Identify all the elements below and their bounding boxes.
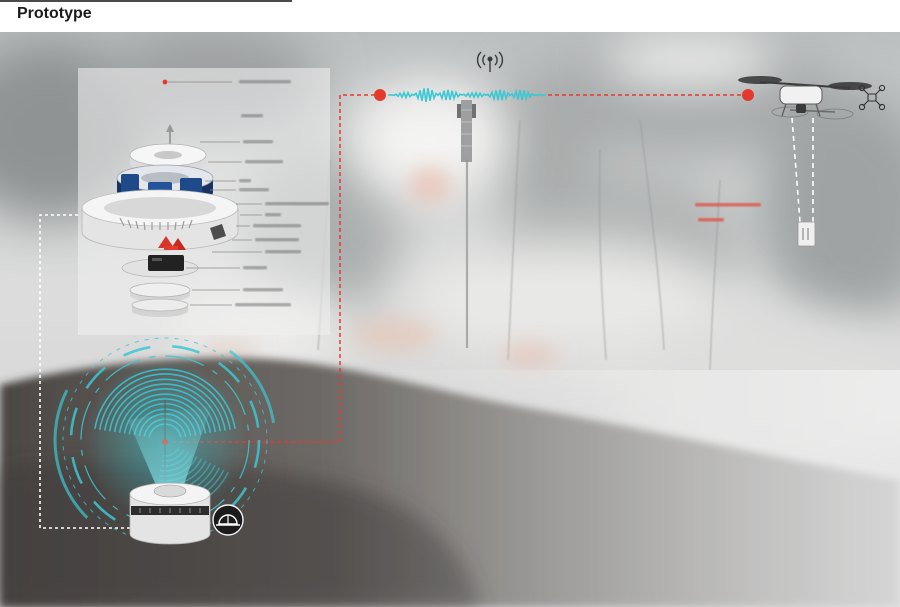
drone-camera	[796, 104, 806, 113]
drone-target-sensor	[797, 221, 816, 247]
radar-ring	[62, 337, 268, 543]
vent-slots	[119, 217, 193, 231]
drone	[738, 76, 872, 120]
smoke-detector-device	[129, 482, 211, 545]
component-label-illegible	[255, 238, 299, 242]
component-label-illegible	[265, 250, 301, 254]
component-label-illegible	[253, 224, 301, 228]
detector-to-tower-signal-line	[172, 94, 374, 443]
smoke-haze	[330, 370, 900, 607]
component-label-illegible	[239, 179, 251, 183]
component-label-illegible	[235, 303, 291, 307]
radar-wave	[104, 378, 226, 431]
radar-rings	[53, 337, 276, 543]
drone-icon	[858, 84, 886, 111]
detection-beam	[128, 405, 212, 490]
signal-node-left	[374, 89, 386, 101]
page-title: Prototype	[17, 5, 92, 22]
radar-wave	[108, 383, 222, 432]
firefighter-helmet-icon	[212, 504, 244, 536]
signal-waveform	[388, 88, 547, 103]
component-label-illegible	[241, 114, 263, 118]
radar-ring	[80, 355, 250, 525]
component-label-illegible	[245, 160, 283, 164]
drone-propeller	[771, 106, 809, 118]
housing-ring-part	[81, 189, 239, 251]
component-leader-lines	[186, 80, 329, 307]
radar-ring-segment	[53, 389, 89, 519]
drone-propeller	[816, 108, 854, 120]
cell-tower	[457, 100, 476, 348]
exploded-view-link-line	[39, 214, 132, 529]
reference-dot	[162, 79, 168, 85]
radar-wave	[94, 368, 236, 430]
side-bracket-part	[210, 224, 226, 240]
component-label-illegible	[243, 266, 267, 270]
radar-wave	[99, 373, 231, 430]
component-label-illegible	[239, 80, 291, 84]
warning-logo-icon	[158, 236, 186, 250]
radar-ring-segment	[228, 349, 276, 424]
component-label-illegible	[243, 140, 273, 144]
exploded-view-panel	[78, 68, 330, 335]
forest-smoke-background	[0, 32, 900, 607]
top-rule	[0, 0, 292, 2]
fire-glow	[200, 167, 560, 367]
base-disc-part	[131, 298, 189, 317]
signal-node-right	[742, 89, 754, 101]
circuit-board-part	[121, 255, 199, 278]
component-label-illegible	[239, 188, 269, 192]
signal-broadcast-icon	[476, 51, 504, 72]
alert-caption-illegible	[695, 203, 761, 222]
component-label-illegible	[243, 288, 283, 292]
component-label-illegible	[265, 213, 281, 217]
radar-ring	[69, 344, 261, 536]
solar-cell	[121, 174, 139, 196]
component-label-illegible	[265, 202, 329, 206]
sensor-disc-part	[129, 282, 191, 302]
detector-dome	[153, 484, 187, 498]
